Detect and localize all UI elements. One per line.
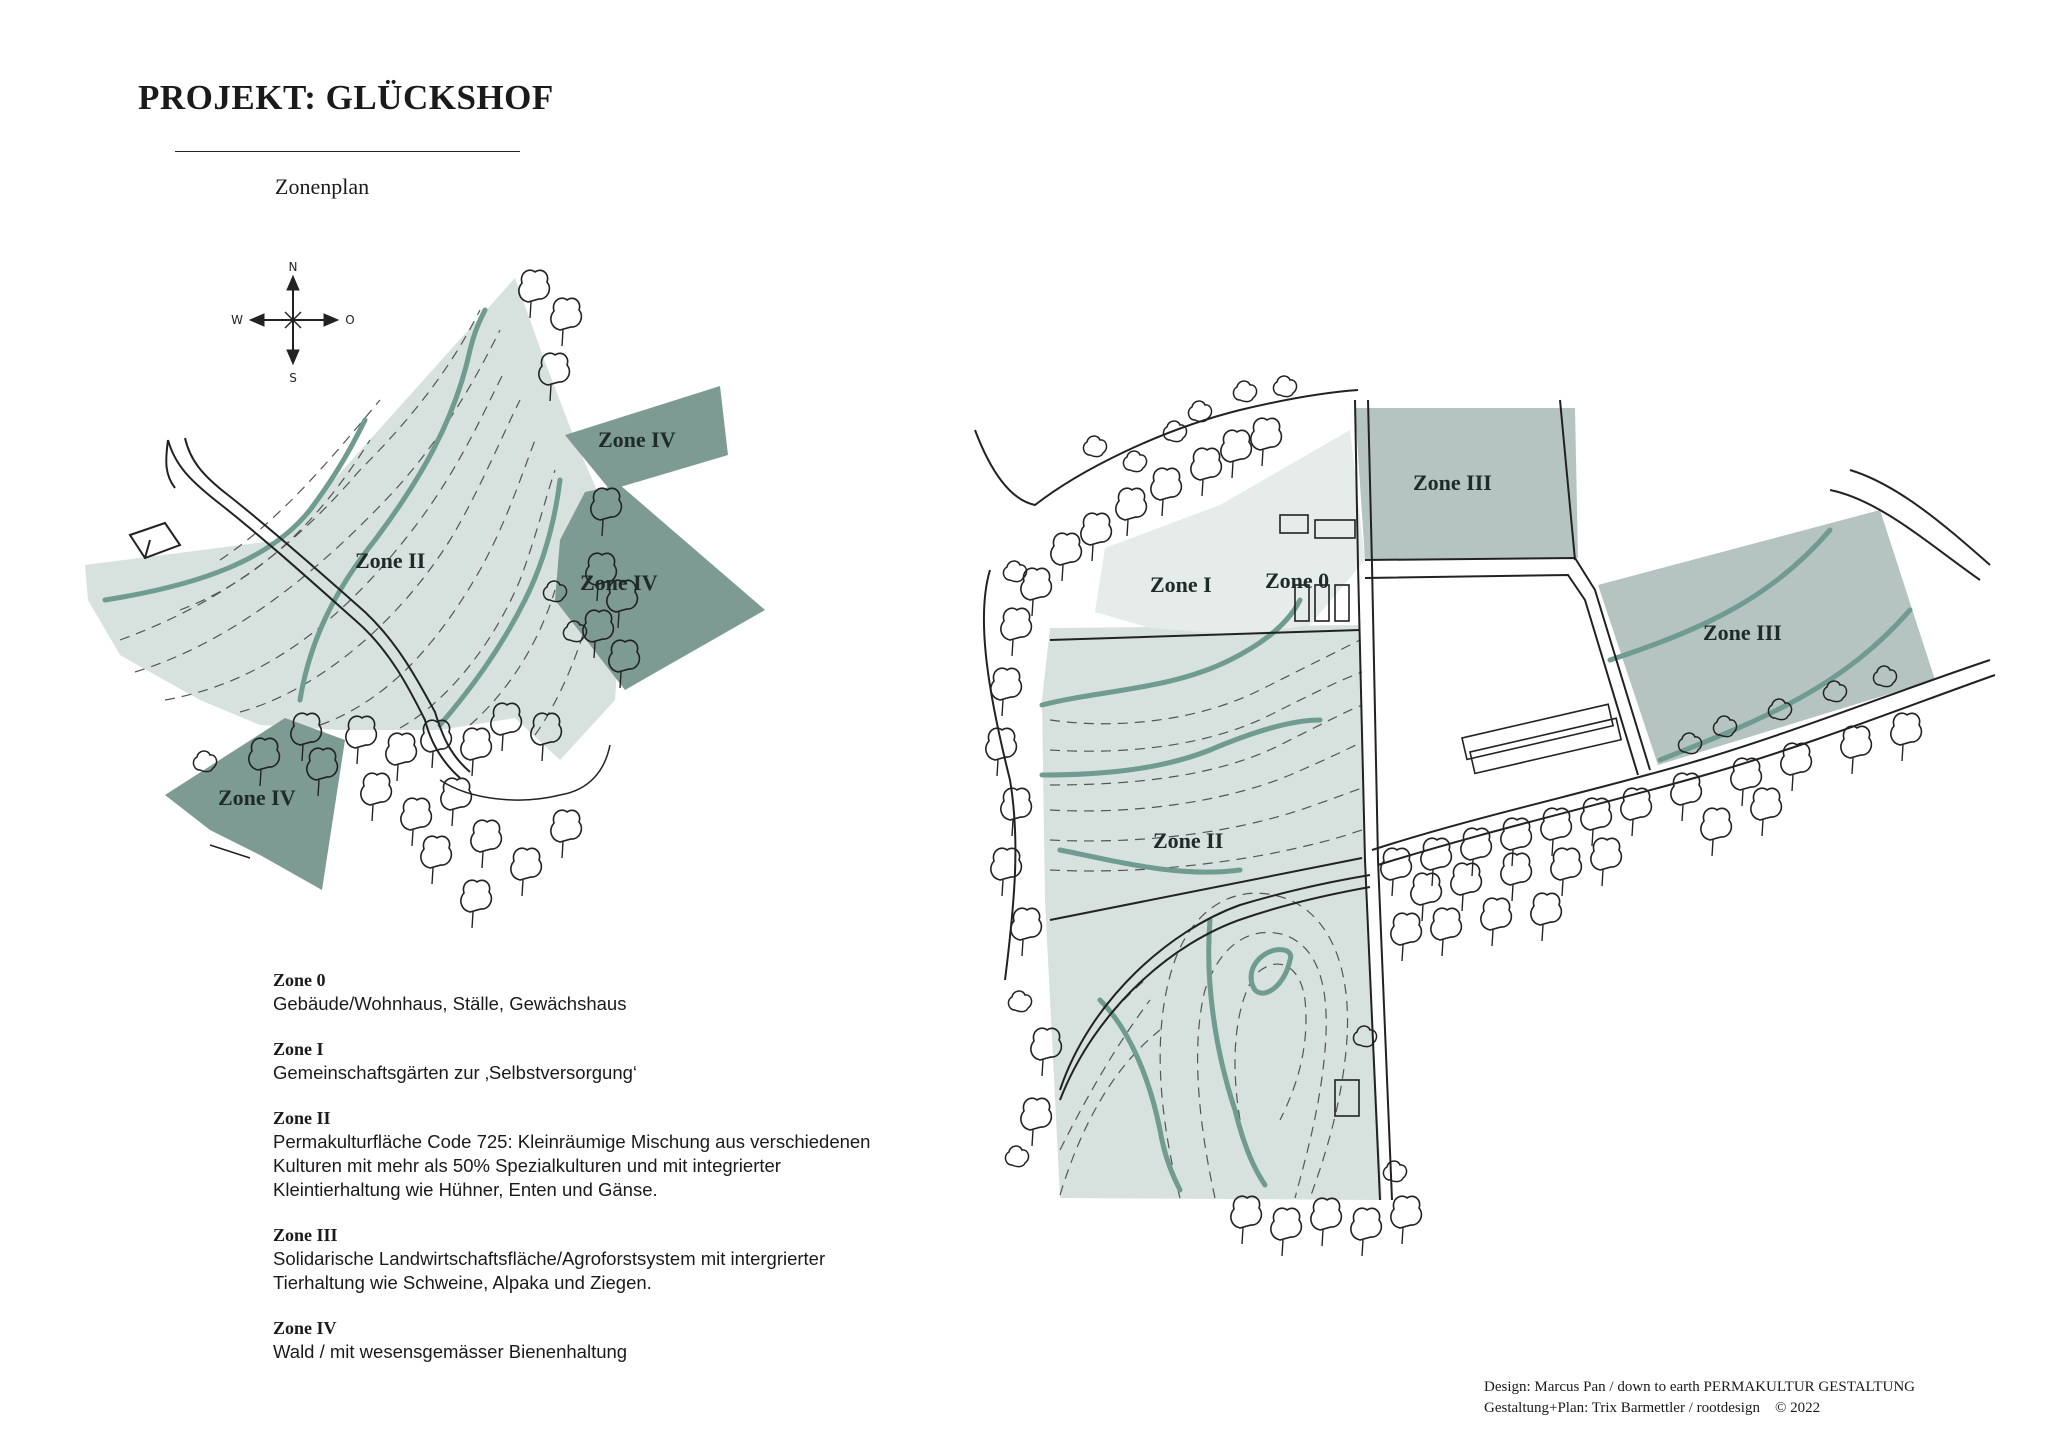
page-title: PROJEKT: GLÜCKSHOF — [138, 78, 554, 117]
page-subtitle: Zonenplan — [275, 174, 370, 199]
label-right-zone-0: Zone 0 — [1265, 568, 1329, 593]
label-left-zone-ii: Zone II — [355, 548, 425, 573]
legend-item-zone-i: Zone I Gemeinschaftsgärten zur ‚Selbstve… — [273, 1037, 893, 1085]
title-divider — [175, 151, 520, 152]
right-zone-i-area — [1095, 430, 1365, 635]
left-zone-iv-bottom-area — [165, 718, 345, 890]
right-zone-iii-contours — [1607, 527, 1913, 763]
legend-item-zone-iv: Zone IV Wald / mit wesensgemässer Bienen… — [273, 1316, 893, 1364]
legend-heading: Zone III — [273, 1225, 338, 1245]
label-left-zone-iv-mid: Zone IV — [580, 570, 658, 595]
left-path — [209, 744, 611, 859]
legend-heading: Zone I — [273, 1039, 324, 1059]
left-site-map — [85, 269, 765, 929]
legend-description: Permakulturfläche Code 725: Kleinräumige… — [273, 1131, 871, 1200]
credit-design: Design: Marcus Pan / down to earth PERMA… — [1484, 1379, 1916, 1395]
right-site-map — [974, 375, 1996, 1257]
credit-plan: Gestaltung+Plan: Trix Barmettler / rootd… — [1484, 1400, 1821, 1416]
compass-rose: N S W O — [231, 260, 355, 385]
right-roads — [974, 389, 1996, 1201]
compass-north: N — [289, 260, 298, 274]
legend-item-zone-iii: Zone III Solidarische Landwirtschaftsflä… — [273, 1223, 893, 1295]
left-zone-ii-area — [85, 278, 625, 760]
legend-heading: Zone 0 — [273, 970, 326, 990]
legend-heading: Zone II — [273, 1108, 331, 1128]
label-right-zone-iii-top: Zone III — [1413, 470, 1492, 495]
legend-description: Solidarische Landwirtschaftsfläche/Agrof… — [273, 1248, 826, 1293]
label-left-zone-iv-bottom: Zone IV — [218, 785, 296, 810]
legend-item-zone-ii: Zone II Permakulturfläche Code 725: Klei… — [273, 1106, 893, 1202]
label-right-zone-ii: Zone II — [1153, 828, 1223, 853]
legend-description: Gemeinschaftsgärten zur ‚Selbstversorgun… — [273, 1062, 638, 1083]
right-zone-iii-right-area — [1598, 510, 1935, 765]
compass-west: W — [231, 313, 243, 327]
right-accent-contours — [1039, 597, 1323, 1193]
legend-item-zone-0: Zone 0 Gebäude/Wohnhaus, Ställe, Gewächs… — [273, 968, 893, 1016]
credits: Design: Marcus Pan / down to earth PERMA… — [1484, 1377, 1915, 1419]
left-zone-iv-top-area — [565, 386, 728, 490]
legend-description: Wald / mit wesensgemässer Bienenhaltung — [273, 1341, 628, 1362]
label-left-zone-iv-top: Zone IV — [598, 427, 676, 452]
label-right-zone-i: Zone I — [1150, 572, 1212, 597]
legend-description: Gebäude/Wohnhaus, Ställe, Gewächshaus — [273, 993, 627, 1014]
compass-east: O — [345, 313, 354, 327]
zone-legend: Zone 0 Gebäude/Wohnhaus, Ställe, Gewächs… — [273, 968, 893, 1385]
right-buildings — [1279, 514, 1623, 1117]
left-accent-contours — [102, 307, 563, 728]
right-zone-iii-top-area — [1355, 408, 1578, 560]
label-right-zone-iii-right: Zone III — [1703, 620, 1782, 645]
compass-south: S — [289, 371, 297, 385]
legend-heading: Zone IV — [273, 1318, 337, 1338]
left-building — [128, 521, 182, 560]
